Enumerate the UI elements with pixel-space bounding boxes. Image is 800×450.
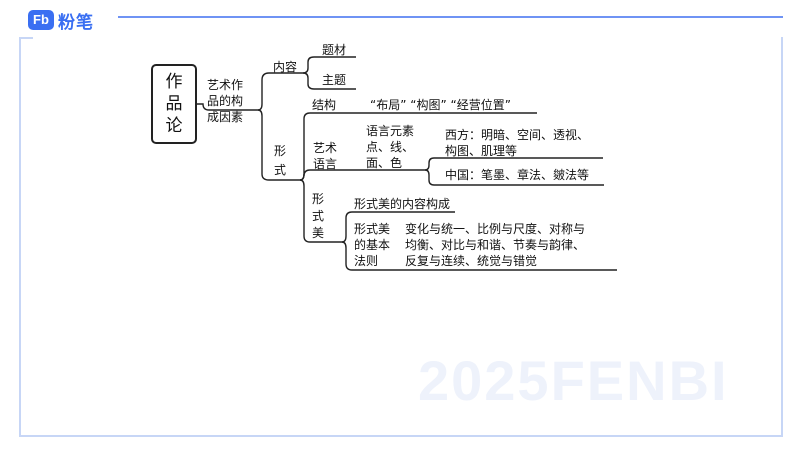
branch-line-1: 艺术作 bbox=[207, 78, 244, 92]
formal-beauty-label-2: 式 bbox=[312, 209, 325, 223]
root-char-1: 作 bbox=[165, 72, 183, 92]
art-language-label-1: 艺术 bbox=[313, 141, 338, 155]
logo-mark: Fb bbox=[28, 10, 54, 30]
connector-west bbox=[424, 157, 603, 171]
root-char-3: 论 bbox=[165, 116, 183, 136]
language-elements-line-1: 语言元素 bbox=[366, 124, 415, 138]
language-elements-line-2: 点、线、 bbox=[366, 140, 415, 154]
laws-line-1: 变化与统一、比例与尺度、对称与 bbox=[405, 222, 586, 236]
frame-corner bbox=[19, 37, 33, 39]
connector-laws bbox=[341, 241, 617, 271]
formal-beauty-label-3: 美 bbox=[312, 226, 325, 240]
root-char-2: 品 bbox=[165, 94, 183, 114]
connector-china bbox=[424, 169, 604, 186]
laws-line-2: 均衡、对比与和谐、节奏与韵律、 bbox=[405, 238, 586, 252]
branch-line-2: 品的构 bbox=[207, 94, 244, 108]
connector-content bbox=[257, 72, 303, 111]
china-techniques: 中国：笔墨、章法、皴法等 bbox=[445, 168, 590, 182]
form-label-2: 式 bbox=[274, 163, 287, 177]
structure-label: 结构 bbox=[312, 98, 337, 112]
slide-frame bbox=[19, 37, 783, 437]
top-bar: Fb 粉笔 bbox=[0, 0, 800, 40]
content-label: 内容 bbox=[273, 60, 298, 74]
formal-beauty-composition: 形式美的内容构成 bbox=[354, 197, 451, 211]
connector-theme bbox=[302, 72, 356, 90]
laws-label-1: 形式美 bbox=[354, 222, 391, 236]
connector-form bbox=[257, 109, 300, 181]
west-line-2: 构图、肌理等 bbox=[445, 144, 518, 158]
content-item-material: 题材 bbox=[322, 43, 347, 57]
header-divider bbox=[118, 16, 783, 18]
connector-composition bbox=[341, 211, 455, 243]
art-language-label-2: 语言 bbox=[313, 157, 338, 171]
connector-formal-beauty bbox=[299, 179, 342, 243]
brand-logo: Fb 粉笔 bbox=[28, 8, 94, 33]
branch-line-3: 成因素 bbox=[207, 110, 244, 124]
connector-art-language bbox=[299, 169, 358, 181]
watermark: 2025FENBI bbox=[418, 349, 729, 412]
formal-beauty-label-1: 形 bbox=[312, 192, 325, 206]
connector-topic-material bbox=[302, 56, 356, 74]
laws-label-2: 的基本 bbox=[354, 238, 391, 252]
form-label-1: 形 bbox=[274, 144, 287, 158]
content-item-theme: 主题 bbox=[322, 73, 347, 87]
root-node: 作 品 论 bbox=[151, 64, 197, 144]
structure-value: “布局” “构图” “经营位置” bbox=[370, 98, 511, 112]
laws-line-3: 反复与连续、统觉与错觉 bbox=[405, 254, 538, 268]
connector-root-branch bbox=[197, 103, 258, 111]
logo-text: 粉笔 bbox=[58, 12, 94, 33]
laws-label-3: 法则 bbox=[354, 254, 379, 268]
language-elements-line-3: 面、色 bbox=[366, 156, 403, 170]
west-line-1: 西方：明暗、空间、透视、 bbox=[445, 128, 590, 142]
